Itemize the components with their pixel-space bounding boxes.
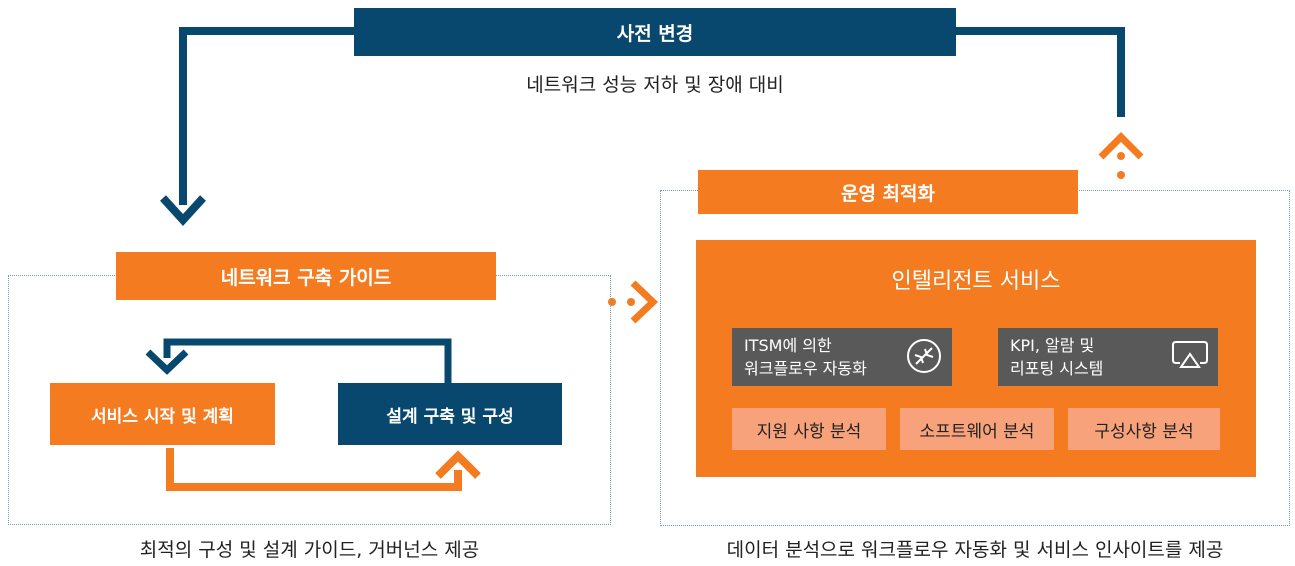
down-arrow-head [160,195,206,226]
up-arrow-dot [1117,152,1125,160]
top-caption-text: 네트워크 성능 저하 및 장애 대비 [526,73,784,96]
top-right-connector [955,27,1125,117]
design-build-label: 설계 구축 및 구성 [386,406,514,427]
kpi-line2: 리포팅 시스템 [1010,359,1104,378]
intelligent-service-panel: 인텔리전트 서비스 ITSM에 의한 워크플로우 자동화 KPI, 알람 및 리… [696,240,1256,477]
left-section-title: 네트워크 구축 가이드 [116,252,496,300]
chip-label: 지원 사항 분석 [756,421,862,442]
left-section-title-text: 네트워크 구축 가이드 [220,266,392,289]
itsm-line1: ITSM에 의한 [744,336,832,355]
service-start-label: 서비스 시작 및 계획 [91,406,234,427]
right-arrow-dot [627,298,635,306]
top-left-connector [179,27,356,205]
top-change-bar: 사전 변경 [354,8,956,56]
left-caption-text: 최적의 구성 및 설계 가이드, 거버넌스 제공 [139,538,480,561]
service-start-box: 서비스 시작 및 계획 [50,383,275,445]
inner-orange-connector [166,448,462,491]
itsm-card: ITSM에 의한 워크플로우 자동화 [732,328,952,386]
intelligent-service-title: 인텔리전트 서비스 [696,262,1256,296]
itsm-line2: 워크플로우 자동화 [744,359,867,378]
kpi-card: KPI, 알람 및 리포팅 시스템 [998,328,1218,386]
chip-support-analysis: 지원 사항 분석 [732,408,886,450]
top-caption: 네트워크 성능 저하 및 장애 대비 [354,66,956,100]
airplay-icon [1168,336,1212,382]
up-arrow-dot [1117,171,1125,179]
left-caption: 최적의 구성 및 설계 가이드, 거버넌스 제공 [8,532,611,564]
top-change-label: 사전 변경 [616,22,694,45]
inner-orange-arrow-head [435,450,481,479]
chip-label: 구성사항 분석 [1094,421,1194,442]
design-build-box: 설계 구축 및 구성 [338,383,562,445]
right-section-title: 운영 최적화 [698,170,1078,214]
chip-software-analysis: 소프트웨어 분석 [900,408,1054,450]
inner-navy-connector [163,338,452,383]
chip-config-analysis: 구성사항 분석 [1068,408,1220,450]
chip-label: 소프트웨어 분석 [919,421,1035,442]
right-section-title-text: 운영 최적화 [840,182,935,205]
right-arrow-head-orange [630,280,659,324]
up-arrow-head-orange [1098,132,1144,160]
right-caption: 데이터 분석으로 워크플로우 자동화 및 서비스 인사이트를 제공 [660,532,1290,564]
intelligent-service-title-text: 인텔리전트 서비스 [891,269,1061,294]
kpi-line1: KPI, 알람 및 [1010,336,1095,355]
right-caption-text: 데이터 분석으로 워크플로우 자동화 및 서비스 인사이트를 제공 [726,538,1224,561]
inner-navy-arrow-head [145,349,189,375]
compress-arrows-icon [902,336,946,382]
